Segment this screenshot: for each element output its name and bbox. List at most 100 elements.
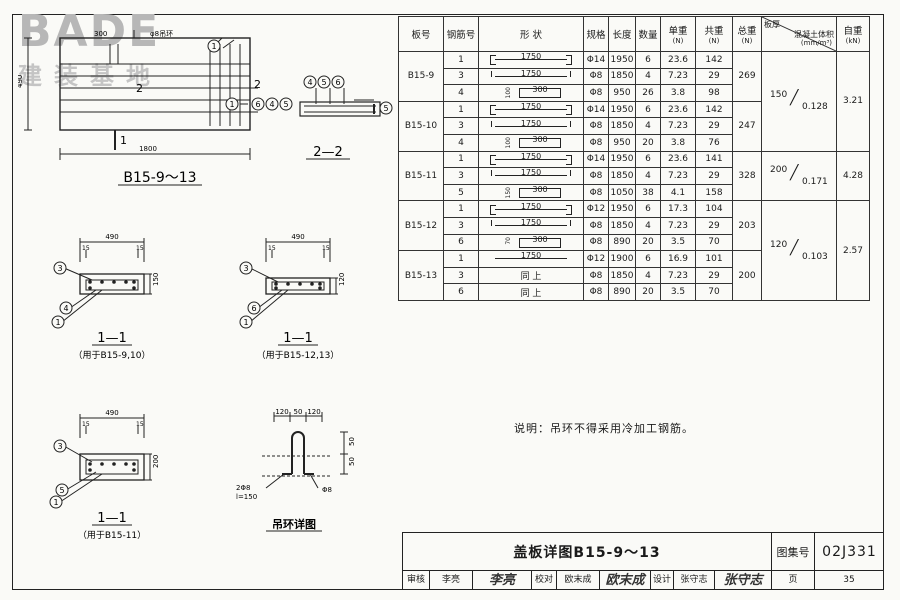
shape-cell: 1750: [478, 100, 584, 119]
page-number: 35: [843, 575, 855, 585]
self-weight-cell: 3.21: [836, 51, 870, 152]
col-bar-no: 钢筋号: [443, 16, 479, 52]
checker-name: 欧末成: [557, 571, 600, 590]
spec-cell: Φ8: [583, 167, 609, 185]
rebar-shape: 1750: [489, 52, 573, 66]
shape-length-label: 1750: [520, 218, 542, 228]
total-weight-cell: 101: [695, 250, 733, 268]
thickness-volume-cell: 200╱0.171: [761, 150, 837, 202]
col-thickness-volume: 板厚 混凝土体积 (mm/m³): [761, 16, 837, 52]
unit-weight-cell: 3.8: [660, 133, 696, 152]
length-cell: 1950: [608, 200, 636, 218]
bar-number-cell: 1: [443, 250, 479, 268]
length-cell: 1850: [608, 216, 636, 235]
volume-value: 0.171: [802, 176, 828, 187]
unit-weight-cell: 3.5: [660, 233, 696, 252]
logo-brand: BADE: [18, 6, 161, 57]
section-1-1-c: 490 15 15 200 3 5 1 1—1 （用于B15-11）: [49, 409, 160, 541]
total-weight-cell: 76: [695, 133, 733, 152]
spec-cell: Φ14: [583, 100, 609, 119]
hook-h2: 50: [348, 457, 356, 466]
same-as-above-label: 同 上: [520, 272, 542, 283]
plan-view: 1 1 6 4 5 300 φ8吊环 490 1800 1 2 2 B15-9～…: [18, 30, 293, 186]
stirrup-shape: [519, 88, 561, 99]
shape-length-label: 1750: [520, 168, 542, 178]
bar-shape: [490, 105, 572, 116]
bar-number-cell: 3: [443, 117, 479, 135]
total-weight-cell: 29: [695, 216, 733, 235]
slash-icon: ╱: [790, 164, 799, 181]
sec-b-right: 15: [322, 245, 330, 252]
col-sum-weight: 总重(N): [732, 16, 762, 52]
volume-value: 0.103: [802, 251, 828, 262]
length-cell: 1950: [608, 51, 636, 69]
spec-cell: Φ8: [583, 67, 609, 86]
rebar-shape: 1750: [489, 218, 573, 231]
spec-cell: Φ8: [583, 216, 609, 235]
sec-c-title: 1—1: [97, 511, 127, 526]
bar-number-cell: 4: [443, 84, 479, 102]
unit-weight-cell: 3.5: [660, 283, 696, 301]
self-weight-cell: 4.28: [836, 150, 870, 202]
plan-hook-note: φ8吊环: [150, 30, 173, 38]
rebar-shape: 1750: [489, 119, 573, 132]
design-note: 说明：吊环不得采用冷加工钢筋。: [514, 422, 694, 435]
slash-icon: ╱: [790, 90, 799, 107]
col-unit-weight: 单重(N): [660, 16, 696, 52]
hook-d1: 120: [275, 408, 288, 416]
quantity-cell: 20: [635, 233, 661, 252]
thickness-volume-cell: 150╱0.128: [761, 51, 837, 152]
length-cell: 1900: [608, 250, 636, 268]
board-id-cell: B15-9: [398, 51, 444, 102]
bar-shape: [491, 120, 571, 127]
drawing-frame: [12, 14, 884, 590]
shape-length-label: 1750: [520, 52, 542, 62]
shape-cell: 1750: [478, 200, 584, 218]
hook-bar-left: 2Φ8: [236, 484, 250, 492]
review-label: 审核: [403, 571, 430, 590]
shape-cell: 1750: [478, 117, 584, 135]
length-cell: 950: [608, 84, 636, 102]
quantity-cell: 6: [635, 200, 661, 218]
bar-number-cell: 3: [443, 167, 479, 185]
sec-a-right: 15: [136, 245, 144, 252]
diagonal-line: [762, 17, 836, 51]
table-header-row: 板号 钢筋号 形 状 规格 长度 数量 单重(N) 共重(N) 总重(N) 板厚…: [398, 16, 870, 52]
section22-callout-4: 5: [383, 104, 388, 113]
spec-cell: Φ8: [583, 117, 609, 135]
quantity-cell: 4: [635, 266, 661, 285]
sum-weight-cell: 200: [732, 250, 762, 301]
thickness-volume: 120╱0.103: [762, 236, 836, 266]
length-cell: 890: [608, 283, 636, 301]
sec-c-width: 490: [105, 409, 118, 417]
callout-circle: [207, 39, 221, 53]
sec-c-right: 15: [136, 421, 144, 428]
bar-number-cell: 1: [443, 51, 479, 69]
stirrup-side-label: 70: [505, 236, 512, 245]
stirrup-shape: [519, 188, 561, 199]
total-weight-cell: 29: [695, 117, 733, 135]
bar-shape: [495, 258, 567, 260]
hook-d2: 50: [294, 408, 303, 416]
total-weight-cell: 29: [695, 67, 733, 86]
designer-signature: 张守志: [715, 571, 772, 590]
shape-cell: 1750: [478, 150, 584, 169]
total-weight-cell: 142: [695, 51, 733, 69]
rebar-shape: 同 上: [489, 269, 573, 282]
sec-a-width: 490: [105, 233, 118, 241]
total-weight-cell: 70: [695, 283, 733, 301]
sec-c-callout-1: 3: [57, 442, 62, 451]
sec-b-subtitle: （用于B15-12,13）: [257, 350, 340, 361]
shape-cell: 1750: [478, 167, 584, 185]
stirrup-side-label: 150: [505, 187, 512, 199]
reviewer-signature: 李亮: [473, 571, 532, 590]
thickness-value: 150: [770, 90, 788, 101]
bar-number-cell: 6: [443, 283, 479, 301]
spec-cell: Φ8: [583, 266, 609, 285]
board-id-cell: B15-13: [398, 250, 444, 301]
self-weight-cell: 2.57: [836, 200, 870, 301]
length-cell: 1850: [608, 117, 636, 135]
